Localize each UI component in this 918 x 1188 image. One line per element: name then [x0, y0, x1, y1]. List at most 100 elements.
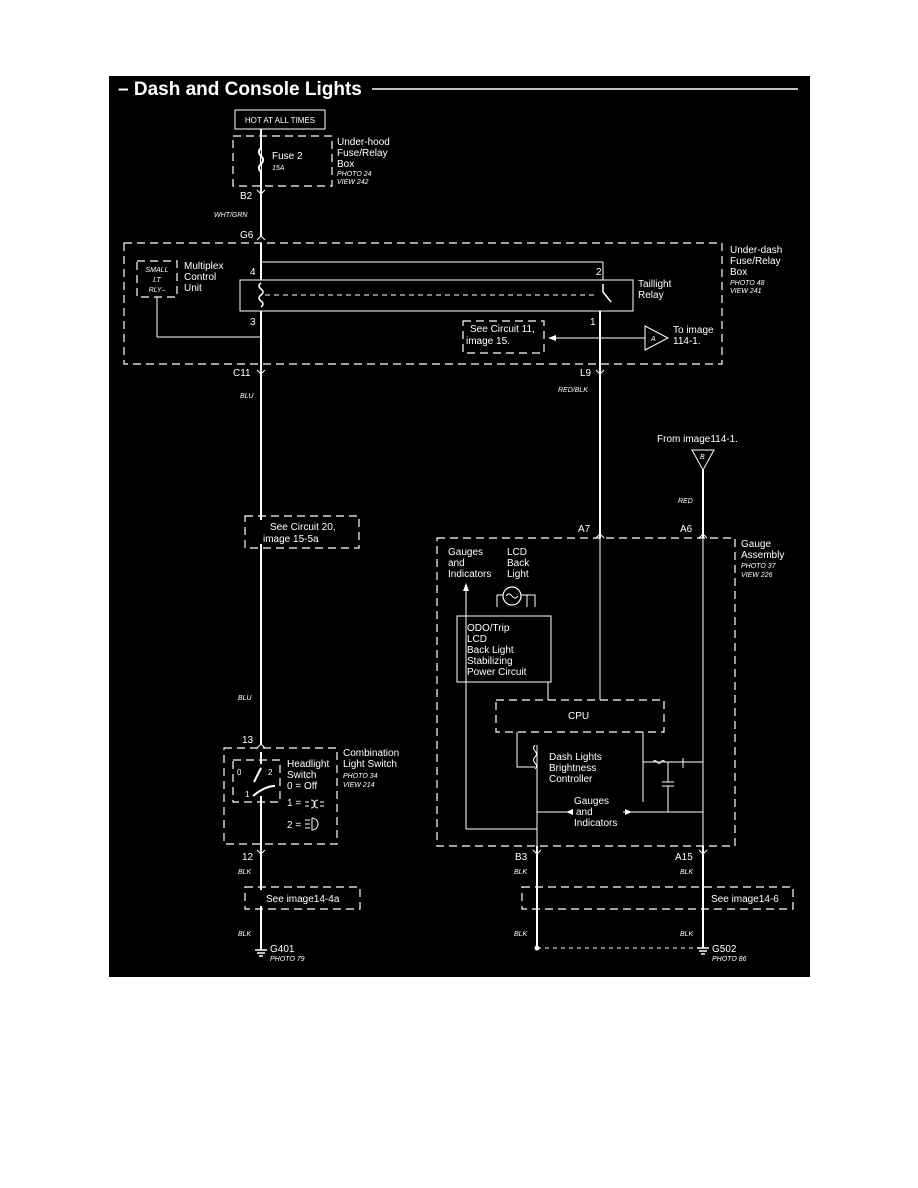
switch-pos-0: 0 [237, 768, 242, 777]
combination-switch-line2: Light Switch [343, 759, 397, 770]
wire-color-blk-5: BLK [514, 931, 528, 938]
headlight-switch-line1: Headlight [287, 759, 329, 770]
bulb-filament [505, 593, 519, 599]
wire-color-red-blk: RED/BLK [558, 387, 588, 394]
small-lt-rly-line2: LT [153, 277, 161, 284]
relay-coil-symbol [258, 282, 264, 308]
gauge-assembly-view: VIEW 226 [741, 572, 773, 579]
underdash-fuse-relay-box [123, 242, 723, 365]
diagram-panel [109, 76, 810, 977]
to-image-line2: 114-1. [673, 336, 701, 347]
arrow-left-to-circuit-11 [548, 335, 556, 341]
wire-color-red: RED [678, 498, 693, 505]
diagram-title: – Dash and Console Lights [118, 79, 362, 100]
headlight-switch-line4: 1 = [287, 798, 301, 809]
cpu-box [495, 699, 665, 733]
from-image-marker-b [691, 449, 715, 472]
gauge-assembly-line2: Assembly [741, 550, 784, 561]
connector-a7: A7 [578, 524, 591, 535]
gauge-assembly-line1: Gauge [741, 539, 771, 550]
ground-g401-name: G401 [270, 944, 295, 955]
controller-wiring [516, 732, 537, 770]
switch-pos-2: 2 [268, 768, 273, 777]
headlight-switch-line3: 0 = Off [287, 781, 317, 792]
see-image-14-4a-box [244, 886, 361, 910]
combination-switch-photo: PHOTO 34 [343, 773, 378, 780]
connector-a15: A15 [675, 852, 693, 863]
ground-g502-photo: PHOTO 86 [712, 956, 747, 963]
gauges-bottom-line2: and [576, 807, 593, 818]
pin-1: 1 [590, 317, 596, 328]
see-image-14-4a-label: See image14-4a [266, 894, 340, 905]
connector-12: 12 [242, 852, 254, 863]
ground-splice-dot [534, 945, 540, 951]
odo-line2: LCD [467, 634, 487, 645]
headlight-switch-line5: 2 = [287, 820, 301, 831]
odo-line4: Stabilizing [467, 656, 513, 667]
fuse-rating: 15A [272, 165, 285, 172]
controller-line3: Controller [549, 774, 593, 785]
from-image-text: From image114-1. [657, 434, 738, 445]
gauge-assembly-box [436, 537, 736, 847]
to-image-line1: To image [673, 325, 714, 336]
see-image-14-6-box [521, 886, 794, 910]
headlight-switch-symbol [252, 752, 276, 797]
wire-color-blu-upper: BLU [240, 393, 255, 400]
see-circuit-20-line2: image 15-5a [263, 534, 319, 545]
wire-color-blu-lower: BLU [238, 695, 253, 702]
ground-g401-symbol [255, 949, 267, 957]
gauges-bottom-right-arrow [625, 809, 632, 815]
gauges-bottom-line1: Gauges [574, 796, 609, 807]
underhood-box-line2: Fuse/Relay [337, 148, 388, 159]
connector-b3: B3 [515, 852, 528, 863]
see-circuit-11-box [462, 320, 545, 354]
wire-color-blk-4: BLK [680, 869, 694, 876]
gauges-bottom-line3: Indicators [574, 818, 617, 829]
odo-line5: Power Circuit [467, 667, 527, 678]
underhood-box-line1: Under-hood [337, 137, 390, 148]
wire-color-wht-grn: WHT/GRN [214, 212, 248, 219]
gauges-top-line2: and [448, 558, 465, 569]
lcd-back-light-line2: Back [507, 558, 530, 569]
combination-switch-view: VIEW 214 [343, 782, 375, 789]
connector-ticks [256, 189, 708, 855]
underhood-box-photo: PHOTO 24 [337, 171, 372, 178]
multiplex-line1: Multiplex [184, 261, 223, 272]
fuse-name: Fuse 2 [272, 151, 303, 162]
hot-at-all-times-label: HOT AT ALL TIMES [245, 116, 315, 125]
gauges-indicators-arrow [463, 583, 469, 591]
multiplex-line3: Unit [184, 283, 202, 294]
small-lt-rly-line3: RLY– [149, 287, 166, 294]
wire-color-blk-1: BLK [238, 869, 252, 876]
underhood-box-line3: Box [337, 159, 354, 170]
ground-g401-photo: PHOTO 79 [270, 956, 305, 963]
switch-pos-1: 1 [245, 790, 250, 799]
wire-color-blk-3: BLK [514, 869, 528, 876]
see-circuit-11-line1: See Circuit 11, [470, 324, 535, 335]
wire-color-blk-6: BLK [680, 931, 694, 938]
gauges-top-line3: Indicators [448, 569, 491, 580]
odo-trip-box [456, 615, 552, 683]
underhood-fuse-box [232, 135, 333, 187]
combination-switch-box [223, 747, 338, 845]
wire-color-blk-2: BLK [238, 931, 252, 938]
see-image-14-4a-gap [258, 890, 352, 906]
lcd-back-light-line1: LCD [507, 547, 527, 558]
taillight-relay-box [239, 279, 634, 312]
pin-3: 3 [250, 317, 256, 328]
see-circuit-20-gap [255, 520, 355, 544]
taillight-relay-line2: Relay [638, 290, 664, 301]
underdash-box-view: VIEW 241 [730, 288, 762, 295]
underdash-box-line3: Box [730, 267, 747, 278]
ground-g502-symbol [697, 947, 709, 955]
connector-c11: C11 [233, 368, 251, 379]
see-circuit-20-line1: See Circuit 20, [270, 522, 336, 533]
headlights-icon [305, 817, 319, 831]
combination-switch-line1: Combination [343, 748, 399, 759]
gauges-top-line1: Gauges [448, 547, 483, 558]
controller-circuit [642, 732, 703, 813]
cpu-label: CPU [568, 711, 589, 722]
see-image-14-6-label: See image14-6 [711, 894, 779, 905]
lcd-back-light-line3: Light [507, 569, 529, 580]
